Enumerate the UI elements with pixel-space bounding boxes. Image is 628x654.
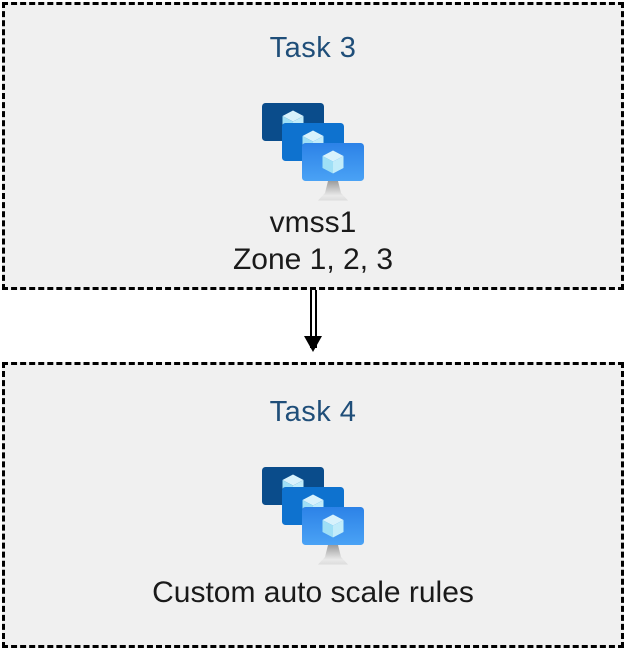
- task3-title: Task 3: [269, 32, 357, 64]
- arrow-shaft: [310, 290, 317, 348]
- autoscale-rules-label: Custom auto scale rules: [152, 576, 474, 609]
- task3-labels: vmss1 Zone 1, 2, 3: [233, 204, 393, 278]
- zone-label: Zone 1, 2, 3: [232, 243, 394, 276]
- task4-title: Task 4: [269, 396, 357, 428]
- task3-box: Task 3 vmss1 Zone 1, 2, 3: [2, 2, 624, 290]
- arrow-head-icon: [304, 336, 322, 352]
- task4-labels: Custom auto scale rules: [152, 574, 474, 611]
- vmss-name-label: vmss1: [269, 206, 357, 239]
- task4-box: Task 4 Custom auto scale rules: [2, 362, 624, 648]
- vm-scale-sets-icon: [261, 102, 365, 202]
- vm-scale-sets-icon: [261, 466, 365, 566]
- task3-to-task4-connector: [296, 290, 336, 362]
